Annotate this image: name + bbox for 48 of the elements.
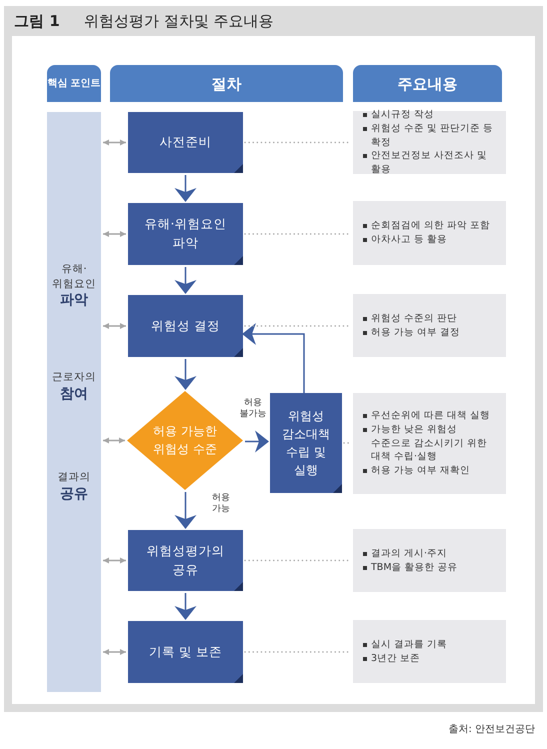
edge-label: 허용 불가능 [238, 398, 268, 420]
bullet-item: 위험성 수준의 판단 [363, 312, 500, 326]
process-box: 위험성 감소대책 수립 및 실행 [270, 393, 342, 493]
double-arrow [103, 140, 126, 146]
bullet-item: 가능한 낮은 위험성 수준으로 감소시키기 위한 대책 수립·실행 [363, 422, 500, 464]
arrow [174, 267, 196, 294]
double-arrow [103, 323, 126, 329]
content-box [353, 529, 506, 592]
bullet-item: 허용 가능 여부 재확인 [363, 464, 500, 478]
double-arrow [103, 558, 126, 564]
content-box [353, 201, 506, 265]
key-point-text: 근로자의 참여 [51, 370, 97, 404]
bullet-item: 안전보건정보 사전조사 및 활용 [363, 149, 500, 177]
double-arrow [103, 231, 126, 237]
bullet-item: TBM을 활용한 공유 [363, 560, 500, 574]
column-header: 절차 [110, 65, 343, 102]
bullet-item: 실시 결과를 기록 [363, 638, 500, 652]
bullet-item: 3년간 보존 [363, 652, 500, 666]
column-header: 핵심 포인트 [47, 65, 101, 102]
content-box [353, 620, 506, 683]
process-box: 사전준비 [128, 112, 243, 173]
arrow [174, 359, 196, 390]
process-box: 위험성 결정 [128, 295, 243, 357]
content-box [353, 294, 506, 357]
content-box [353, 111, 506, 174]
process-box: 기록 및 보존 [128, 621, 243, 683]
bullet-item: 아차사고 등 활용 [363, 233, 500, 247]
arrow [174, 593, 196, 620]
double-arrow [103, 438, 125, 444]
bullet-item: 실시규정 작성 [363, 108, 500, 122]
arrow [174, 492, 196, 529]
process-box: 위험성평가의 공유 [128, 530, 243, 591]
key-point-text: 결과의 공유 [56, 470, 92, 504]
key-point-band [47, 112, 101, 692]
bullet-item: 우선순위에 따른 대책 실행 [363, 409, 500, 423]
bullet-item: 허용 가능 여부 결정 [363, 326, 500, 340]
column-header: 주요내용 [353, 65, 502, 102]
double-arrow [103, 649, 126, 655]
source-caption: 출처: 안전보건공단 [448, 723, 535, 736]
arrow [174, 175, 196, 202]
content-box [353, 393, 506, 494]
bullet-item: 위험성 수준 및 판단기준 등 확정 [363, 122, 500, 150]
bullet-item: 순회점검에 의한 파악 포함 [363, 219, 500, 233]
arrow [242, 323, 305, 393]
bullet-item: 결과의 게시·주지 [363, 546, 500, 560]
process-box: 유해·위험요인 파악 [128, 203, 243, 265]
arrow [245, 430, 269, 452]
key-point-text: 유해·위험요인 파악 [51, 262, 97, 310]
